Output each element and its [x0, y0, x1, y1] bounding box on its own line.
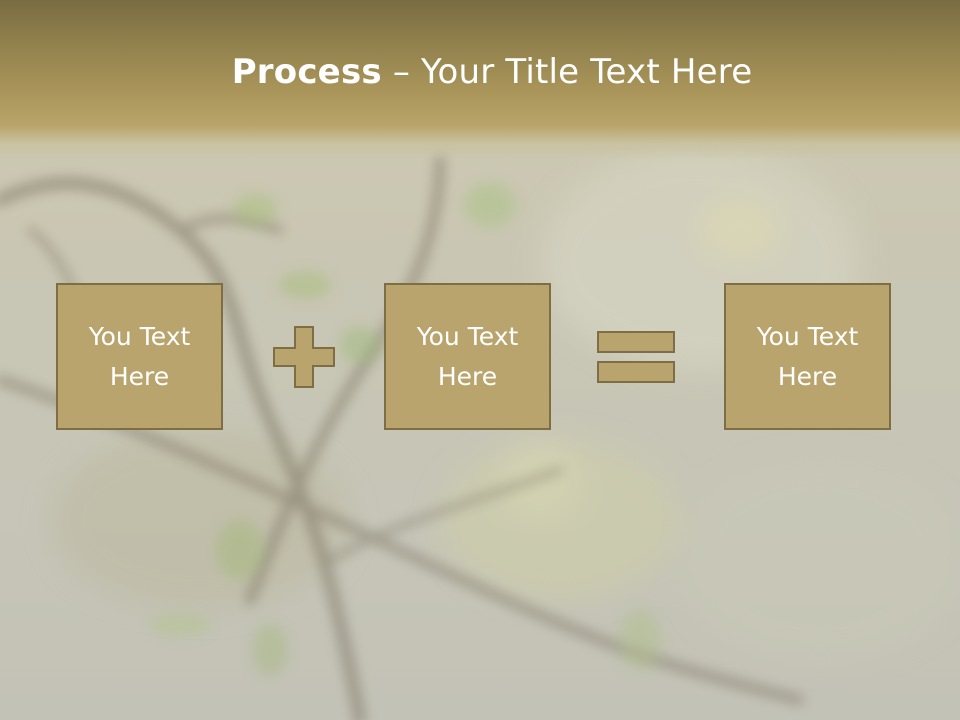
process-box-3[interactable]: You Text Here — [724, 283, 891, 430]
title-band — [0, 0, 960, 160]
title-rest-text: – Your Title Text Here — [381, 52, 753, 92]
process-box-1-label: You Text Here — [88, 321, 191, 391]
plus-icon — [273, 326, 335, 388]
process-box-2-label: You Text Here — [416, 321, 519, 391]
process-box-2[interactable]: You Text Here — [384, 283, 551, 430]
process-box-3-label: You Text Here — [756, 321, 859, 391]
process-box-1[interactable]: You Text Here — [56, 283, 223, 430]
slide-title: Process – Your Title Text Here — [0, 52, 960, 92]
title-bold-text: Process — [231, 52, 382, 92]
equals-icon — [597, 331, 675, 383]
